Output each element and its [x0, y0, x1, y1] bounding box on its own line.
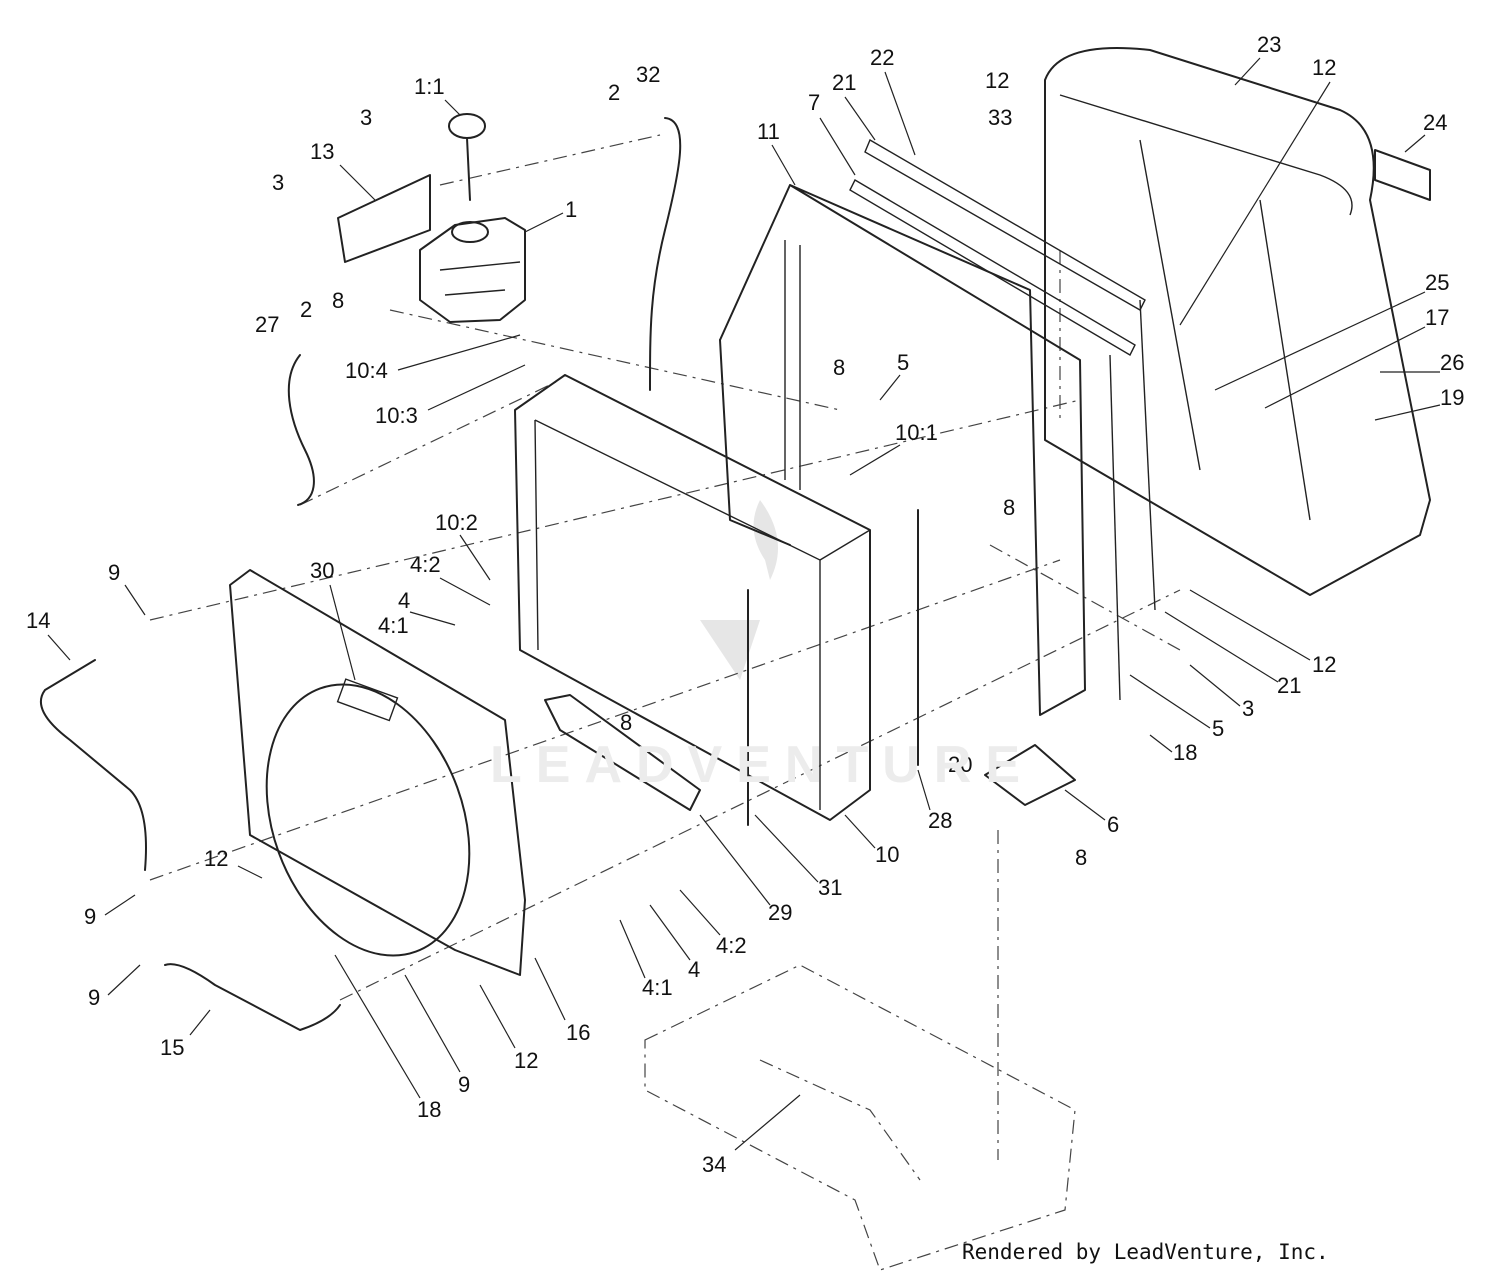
callout-label: 17: [1425, 305, 1449, 330]
callout-label: 2: [608, 80, 620, 105]
callout-label: 12: [1312, 55, 1336, 80]
callout-label: 24: [1423, 110, 1447, 135]
callout-label: 8: [1075, 845, 1087, 870]
callout-label: 8: [332, 288, 344, 313]
watermark-text: LEADVENTURE: [490, 736, 1035, 794]
callout-label: 12: [204, 846, 228, 871]
callout-label: 27: [255, 312, 279, 337]
callout-label: 4:2: [410, 552, 441, 577]
overflow-tank: [419, 113, 526, 323]
callout-label: 8: [620, 710, 632, 735]
callout-label: 19: [1440, 385, 1464, 410]
callout-label: 30: [310, 558, 334, 583]
callout-label: 18: [1173, 740, 1197, 765]
callout-label: 10:4: [345, 358, 388, 383]
callout-label: 3: [1242, 696, 1254, 721]
fan-shroud: [229, 569, 526, 976]
callout-label: 5: [1212, 716, 1224, 741]
callout-label: 4:1: [642, 975, 673, 1000]
seal-strips: [849, 138, 1156, 701]
callout-label: 9: [458, 1072, 470, 1097]
callout-label: 3: [360, 105, 372, 130]
callout-label: 29: [768, 900, 792, 925]
callout-label: 6: [1107, 812, 1119, 837]
assembly-lines: [149, 134, 1181, 1160]
radiator: [514, 374, 871, 821]
callout-label: 4:1: [378, 613, 409, 638]
callout-label: 12: [1312, 652, 1336, 677]
callout-label: 32: [636, 62, 660, 87]
watermark-logo: [700, 500, 778, 680]
callout-label: 4:2: [716, 933, 747, 958]
callout-label: 12: [514, 1048, 538, 1073]
callout-label: 2: [300, 297, 312, 322]
callout-label: 23: [1257, 32, 1281, 57]
render-credit: Rendered by LeadVenture, Inc.: [962, 1240, 1329, 1264]
callout-label: 9: [88, 985, 100, 1010]
callout-label: 31: [818, 875, 842, 900]
callout-label: 1:1: [414, 74, 445, 99]
callout-label: 10:2: [435, 510, 478, 535]
callout-label: 10: [875, 842, 899, 867]
callout-label: 10:3: [375, 403, 418, 428]
baffle-29: [544, 694, 701, 811]
callout-label: 8: [833, 355, 845, 380]
callout-label: 4: [398, 588, 410, 613]
callout-label: 7: [808, 90, 820, 115]
radiator-frame: [719, 184, 1086, 716]
plate-24: [1374, 149, 1431, 201]
callout-label: 9: [84, 904, 96, 929]
callout-label: 10:1: [895, 420, 938, 445]
callout-label: 3: [272, 170, 284, 195]
callout-label: 20: [948, 752, 972, 777]
callout-label: 14: [26, 608, 50, 633]
hose-27: [287, 354, 315, 506]
callout-label: 15: [160, 1035, 184, 1060]
machine-frame: [644, 964, 1076, 1271]
callout-label: 8: [1003, 495, 1015, 520]
callout-label: 34: [702, 1152, 726, 1177]
lower-hose-14: [40, 659, 147, 871]
callout-label: 21: [1277, 673, 1301, 698]
callout-label: 28: [928, 808, 952, 833]
callout-label: 4: [688, 957, 700, 982]
callout-label: 18: [417, 1097, 441, 1122]
callout-label: 1: [565, 197, 577, 222]
tank-bracket: [337, 174, 431, 263]
callout-label: 26: [1440, 350, 1464, 375]
callout-label: 12: [985, 68, 1009, 93]
callout-label: 21: [832, 70, 856, 95]
callout-label: 33: [988, 105, 1012, 130]
callout-label: 25: [1425, 270, 1449, 295]
mount-bracket-6: [984, 744, 1076, 806]
callout-label: 5: [897, 350, 909, 375]
callout-label: 9: [108, 560, 120, 585]
callout-label: 16: [566, 1020, 590, 1045]
upper-hose: [649, 117, 682, 391]
callout-label: 11: [757, 119, 780, 144]
callout-labels: 1:1 32 3 2 13 3 1 8 27 2 10:4 10:3 11 7 …: [26, 32, 1464, 1177]
hose-15: [164, 963, 341, 1031]
rear-screen: [1044, 47, 1431, 596]
callout-label: 22: [870, 45, 894, 70]
callout-label: 13: [310, 139, 334, 164]
